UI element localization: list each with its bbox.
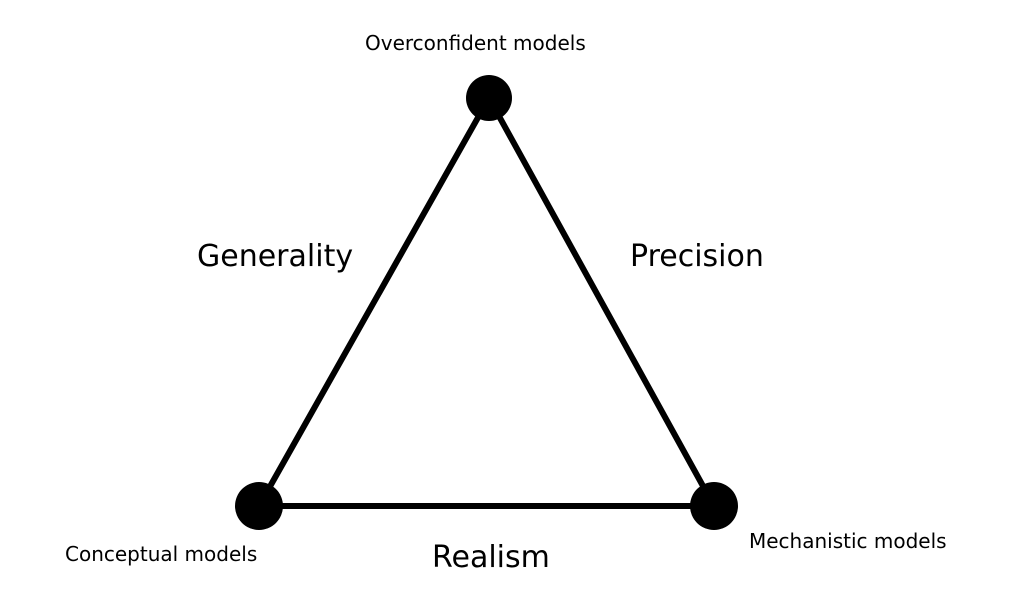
edge-label-precision: Precision bbox=[630, 239, 764, 274]
node-conceptual bbox=[235, 482, 283, 530]
vertex-label-overconfident: Overconfident models bbox=[365, 31, 586, 55]
edge-label-realism: Realism bbox=[432, 540, 550, 575]
node-overconfident bbox=[466, 75, 512, 121]
node-mechanistic bbox=[690, 482, 738, 530]
vertex-label-conceptual: Conceptual models bbox=[65, 542, 258, 566]
edge-label-generality: Generality bbox=[197, 239, 354, 274]
vertex-label-mechanistic: Mechanistic models bbox=[749, 529, 947, 553]
edge-precision-line bbox=[486, 95, 717, 509]
edge-generality-line bbox=[256, 95, 492, 509]
